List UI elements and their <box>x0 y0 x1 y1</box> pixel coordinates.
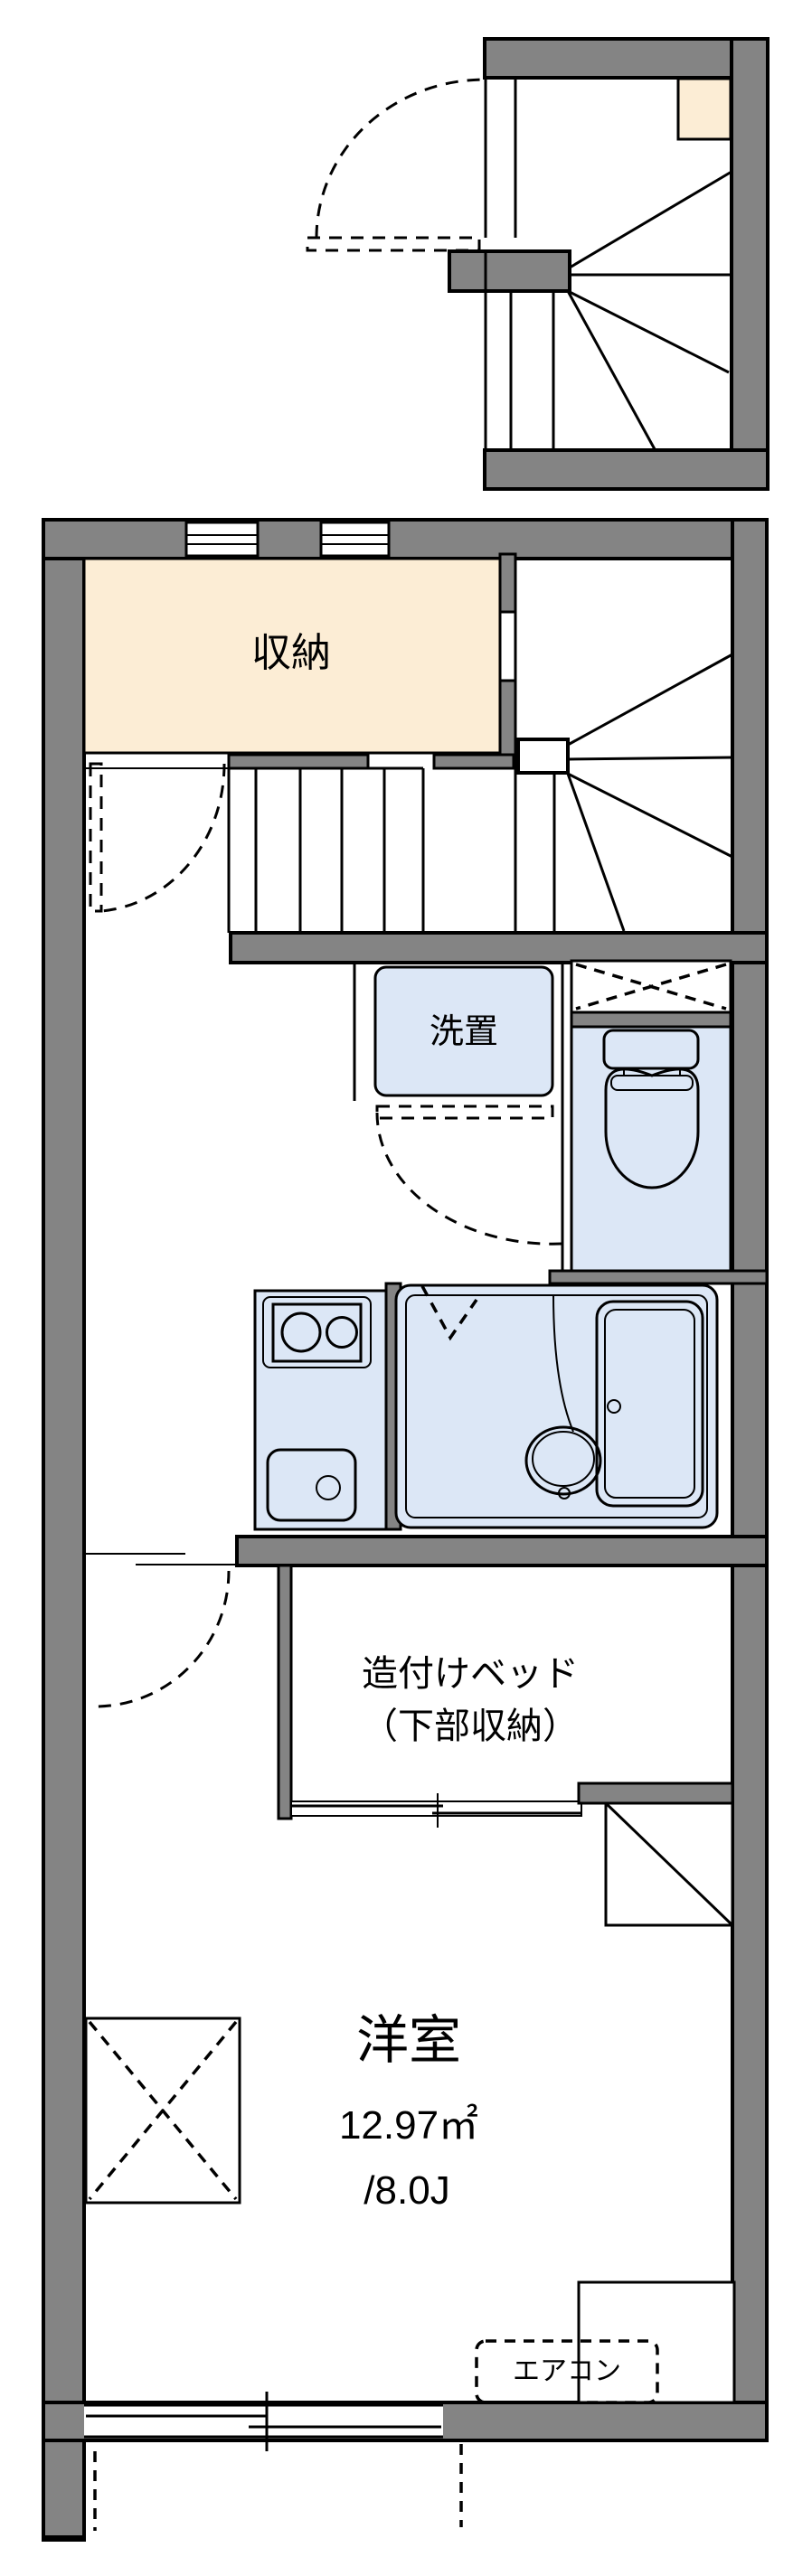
stairwell-right-wall <box>730 37 770 491</box>
overhead-cabinet <box>570 959 732 1014</box>
western-room-label: 洋室 <box>355 2011 462 2070</box>
stair-newel-post <box>516 738 570 775</box>
western-room <box>84 2017 736 2404</box>
storage-label: 収納 <box>251 631 331 675</box>
aircon-box <box>475 2339 659 2404</box>
bed-label-line2: （下部収納） <box>362 1706 579 1746</box>
top-window-1 <box>184 521 260 558</box>
stairs-bottom-wall <box>229 931 769 964</box>
toilet-room <box>570 1025 732 1273</box>
balcony-boundary <box>93 2444 463 2531</box>
hall-sliding-door <box>84 1553 242 1708</box>
toilet-bottom-wall <box>548 1269 769 1285</box>
bed-sliding-door <box>290 1793 582 1828</box>
stairwell-bottom-wall <box>483 448 770 491</box>
kitchen <box>253 1282 402 1531</box>
bathtub-icon <box>595 1300 704 1508</box>
bath-folding-door <box>420 1285 478 1341</box>
toilet-icon <box>602 1029 700 1189</box>
washroom-door-swing <box>375 1105 563 1246</box>
laundry-label: 洗置 <box>429 1013 499 1051</box>
bottom-window <box>84 2392 443 2451</box>
stove-icon <box>271 1302 363 1363</box>
right-wall <box>731 518 769 2442</box>
main-stairs <box>227 559 769 964</box>
bathroom <box>394 1283 719 1529</box>
storage-room <box>82 552 517 913</box>
storage-door-swing <box>89 762 226 913</box>
corner-shelf <box>604 1801 734 1927</box>
bath-basin-icon <box>524 1293 602 1500</box>
western-room-area-tatami: /8.0J <box>364 2168 450 2213</box>
western-room-area-sqm: 12.97㎡ <box>338 2103 479 2148</box>
left-wall <box>42 518 86 2542</box>
water-zone-bottom-wall <box>235 1535 769 1567</box>
floor-hatch <box>84 2017 241 2205</box>
washroom <box>353 959 769 1285</box>
built-in-bed-area <box>277 1564 734 1927</box>
stairwell-upper-landing <box>676 77 732 141</box>
top-window-2 <box>319 521 391 558</box>
top-wall <box>42 518 769 560</box>
bedroom-door-swing <box>94 1570 231 1708</box>
upper-stairwell <box>306 37 770 491</box>
kitchen-sink-icon <box>266 1448 357 1522</box>
bed-label-line1: 造付けベッド <box>362 1654 579 1694</box>
aircon-label: エアコン <box>513 2356 621 2386</box>
stairwell-newel-wall <box>448 249 571 293</box>
main-unit-walls <box>42 518 769 2542</box>
stairwell-door-swing <box>306 78 486 252</box>
washing-machine-space <box>373 965 554 1097</box>
stairwell-top-wall <box>483 37 770 80</box>
